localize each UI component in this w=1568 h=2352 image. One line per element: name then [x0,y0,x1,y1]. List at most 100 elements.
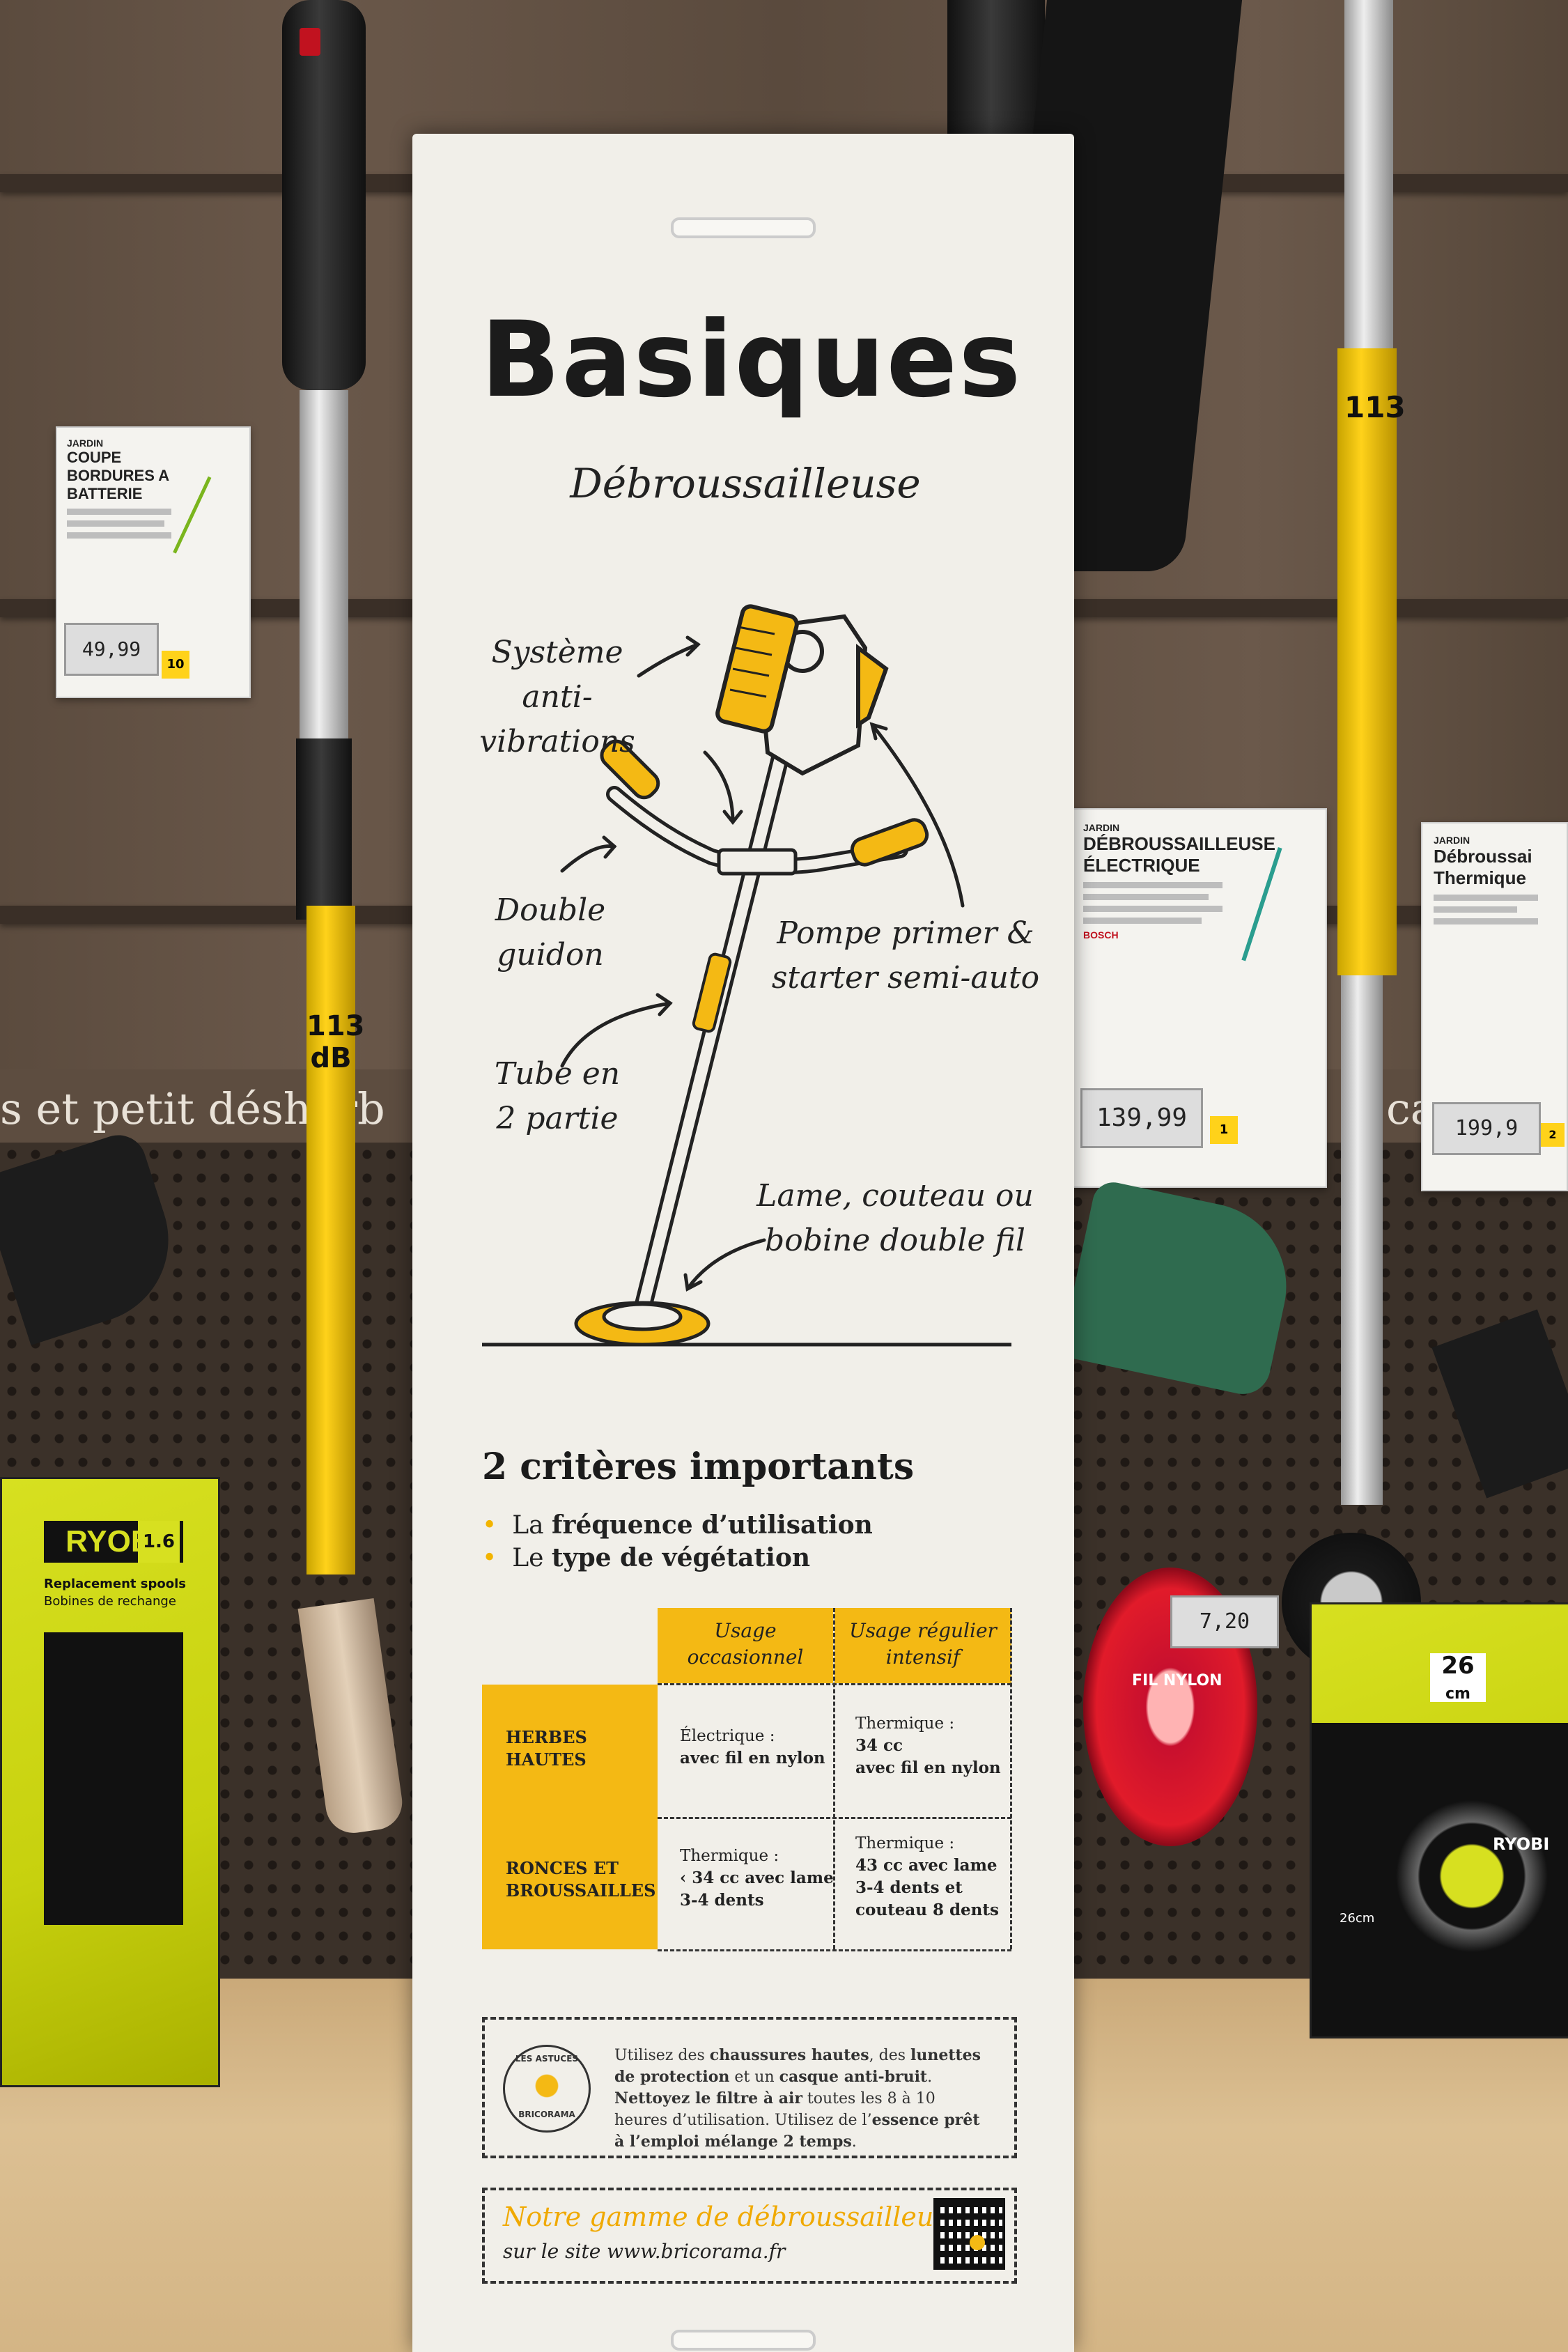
qr-code-icon[interactable] [933,2198,1005,2270]
tool-grip [296,738,352,920]
price-card-brand: JARDIN [1434,835,1470,846]
shaft-joint [692,952,732,1033]
tip-fragment: Utilisez des [614,2047,710,2064]
price-card-right: JARDIN DÉBROUSSAILLEUSE ÉLECTRIQUE BOSCH… [1069,808,1327,1188]
table-divider [658,1817,1011,1819]
criteria-item-text: Le [512,1544,552,1572]
tool-handle [282,0,366,390]
box-size: 26 cm [1430,1652,1486,1703]
cell-line: 3-4 dents et [855,1878,963,1897]
label-pompe-primer-line2: starter semi-auto [771,960,1040,996]
engine-side [856,644,889,729]
callout-arrows [560,635,965,1292]
label-antivibration-line1: Système [491,635,623,670]
spool-box: RYOBI 1.6 Replacement spools Bobines de … [0,1477,220,2087]
tip-bold: Nettoyez le filtre à air [614,2089,802,2107]
blade-image [1395,1800,1548,1953]
shelf-badge: 2 [1541,1123,1565,1147]
price-card-brand: JARDIN [1083,822,1120,833]
shelf-badge: 10 [162,651,189,679]
criteria-item-bold: fréquence d’utilisation [552,1510,873,1540]
pole-db-label: 113 [1344,390,1406,424]
tip-bold: lunettes de protection [614,2046,981,2086]
tool-pole [300,390,348,752]
price-card-title: DÉBROUSSAILLEUSE ÉLECTRIQUE [1083,833,1275,876]
trimmer-image [1241,846,1322,975]
cell-line: 43 cc avec lame [855,1856,998,1875]
criteria-item: • La fréquence d’utilisation [482,1510,873,1540]
criteria-item-text: La [512,1511,552,1540]
tip-badge: LES ASTUCES BRICORAMA [503,2045,591,2133]
label-antivibration: Système anti-vibrations [453,630,662,764]
box-size-number: 26 [1441,1652,1475,1680]
tip-fragment: , des [869,2047,910,2064]
box-image [44,1632,183,1925]
table-cell: Électrique :avec fil en nylon [680,1725,825,1770]
cell-line: ‹ 34 cc avec lame [680,1869,834,1887]
label-pompe-primer-line1: Pompe primer & [777,915,1034,951]
price-card-title: Débroussai Thermique [1434,846,1532,888]
info-sign [412,134,1074,2352]
site-url[interactable]: sur le site www.bricorama.fr [503,2240,786,2263]
sign-subtitle: Débroussailleuse [570,460,921,507]
table-divider [658,1949,1011,1951]
box-size: 1.6 [138,1521,180,1563]
label-lame-line2: bobine double fil [765,1223,1025,1258]
price-label: 139,99 [1080,1088,1203,1148]
table-header-occasionnel [658,1608,833,1683]
pole-db-label: 113 dB [306,1010,365,1074]
tip-fragment: et un [729,2068,779,2086]
bullet-icon: • [482,1544,497,1572]
bullet-icon: • [482,1511,497,1540]
tip-box [482,2017,1017,2158]
tool-shaft-right [1341,975,1383,1505]
box-sub: Replacement spools [44,1577,187,1591]
hanging-slot [671,2330,816,2351]
cell-line: Thermique : [855,1834,955,1852]
hanging-slot [671,217,816,238]
sign-title: Basiques [481,300,1023,421]
criteria-item: • Le type de végétation [482,1543,810,1572]
cell-line: avec fil en nylon [855,1758,1001,1777]
label-tube-line2: 2 partie [496,1101,619,1136]
box-cm: 26cm [1340,1911,1375,1926]
cell-line: 3-4 dents [680,1891,764,1910]
right-grip [850,818,929,867]
table-header-regulier [835,1608,1011,1683]
gamme-box [482,2188,1017,2284]
tip-badge-bottom: BRICORAMA [518,2110,575,2119]
price-label: 7,20 [1170,1595,1279,1648]
table-col2-label: Usage régulier intensif [849,1619,997,1669]
tip-fragment: . [851,2133,857,2151]
price-label: 199,9 [1432,1102,1541,1155]
tip-text: Utilisez des chaussures hautes, des lune… [614,2045,991,2153]
tip-bold: casque anti-bruit [779,2068,928,2086]
table-row2-label: RONCES ET BROUSSAILLES [506,1858,656,1901]
price-label: 49,99 [64,623,159,676]
tip-badge-top: LES ASTUCES [515,2054,579,2064]
trimmer-illustration [482,604,1011,1347]
tip-fragment: toutes les 8 à 10 heures d’utilisation. … [614,2090,936,2129]
label-lame: Lame, couteau ou bobine double fil [756,1174,1034,1263]
gamme-link[interactable]: Notre gamme de débroussailleuse [503,2202,963,2232]
cutting-hub [602,1302,683,1331]
power-switch-icon [300,28,320,56]
cell-line: couteau 8 dents [855,1901,999,1919]
cell-line: Thermique : [855,1715,955,1733]
left-grip [600,739,660,800]
handlebar-clamp [717,848,798,876]
cell-line: Thermique : [680,1847,779,1865]
label-antivibration-line2: anti-vibrations [479,679,635,759]
label-lame-line1: Lame, couteau ou [756,1178,1034,1214]
box-size-unit: cm [1445,1685,1470,1703]
lightbulb-icon [533,2072,561,2100]
tip-fragment: . [927,2068,933,2086]
criteria-item-bold: type de végétation [551,1543,810,1572]
price-card-far: JARDIN Débroussai Thermique 199,9 2 [1421,822,1568,1191]
table-divider [658,1683,1011,1685]
box-sub2: Bobines de rechange [44,1594,176,1609]
brand-logo: BOSCH [1083,929,1119,941]
tank-vents [729,626,775,698]
